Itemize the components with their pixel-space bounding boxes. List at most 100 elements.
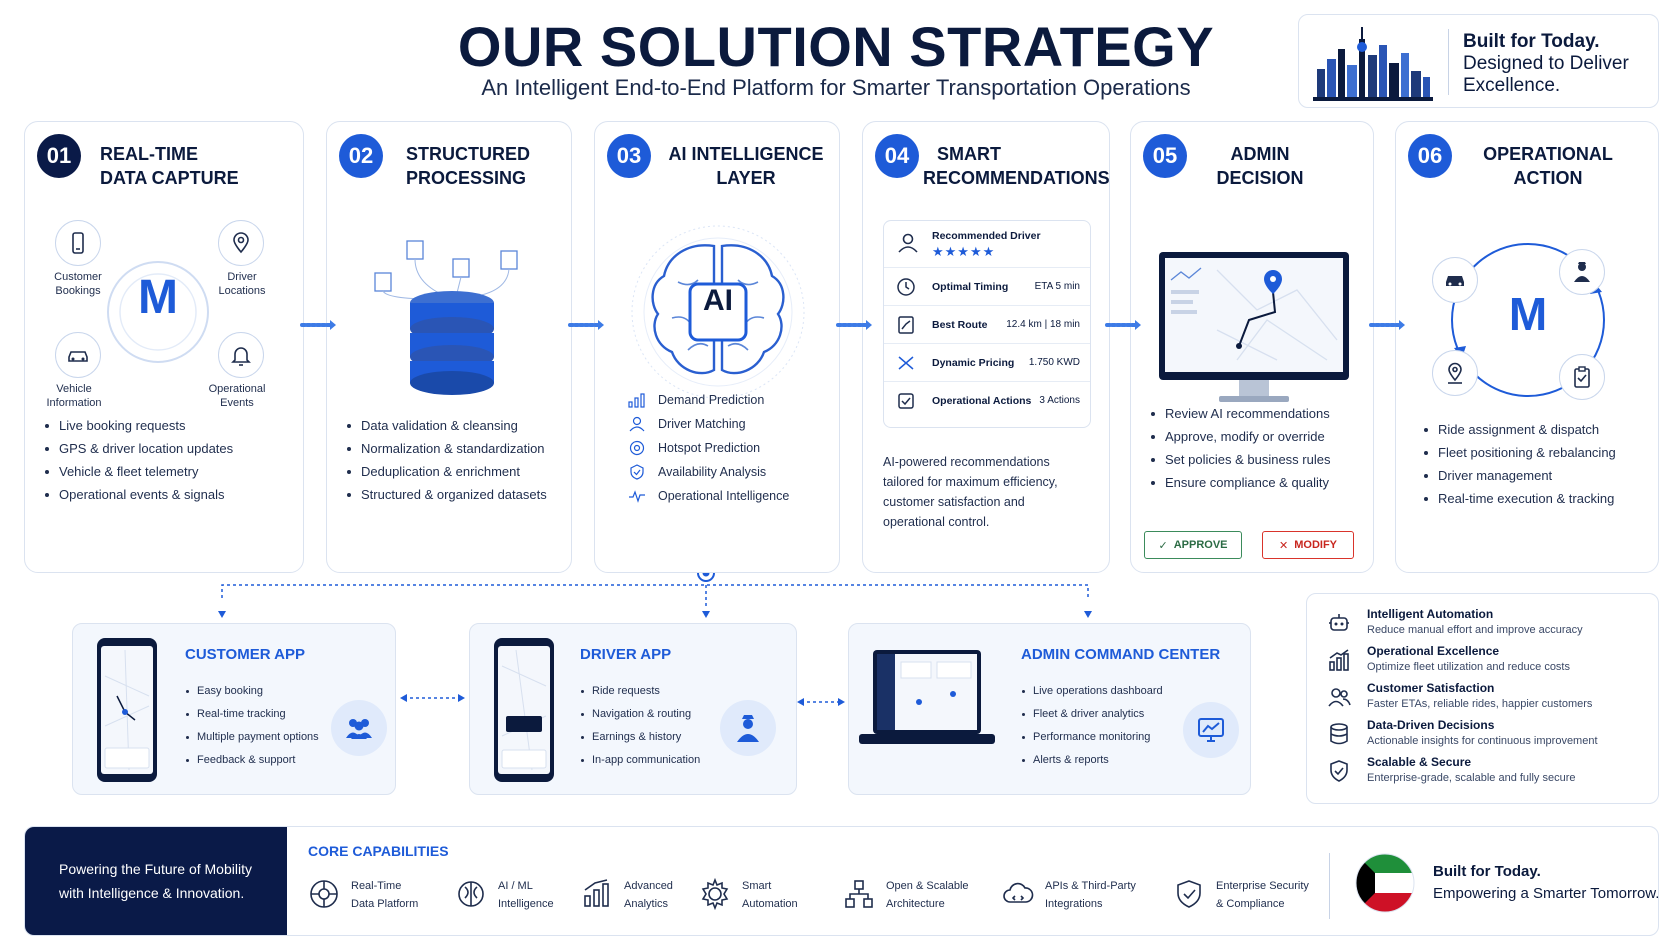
- page-title: OUR SOLUTION STRATEGY: [457, 15, 1215, 78]
- database-icon: [1330, 723, 1348, 745]
- list-item: Earnings & history: [580, 726, 700, 749]
- benefit-title: Customer Satisfaction: [1367, 681, 1495, 695]
- step-title-line2: RECOMMENDATIONS: [923, 168, 1110, 188]
- step-operational-action: 06 OPERATIONAL ACTION M Ride assignment …: [1395, 121, 1659, 573]
- promo-divider: [1448, 29, 1449, 95]
- list-item: Feedback & support: [185, 749, 319, 772]
- capability-label: Advanced: [624, 880, 673, 892]
- description-line: AI-powered recommendations: [883, 455, 1050, 469]
- laptop-mockup: [859, 650, 995, 744]
- list-item: Operational events & signals: [43, 483, 233, 506]
- step-title-line1: AI INTELLIGENCE: [668, 144, 824, 164]
- benefits-panel: Intelligent Automation Reduce manual eff…: [1306, 593, 1659, 804]
- car-icon: [1432, 257, 1478, 303]
- route-icon: [898, 316, 914, 334]
- list-item: Alerts & reports: [1021, 749, 1163, 772]
- driver-app-card: DRIVER APP Ride requests Navigation & ro…: [469, 623, 797, 795]
- feature-label: Driver Matching: [658, 417, 746, 431]
- list-item: Availability Analysis: [628, 460, 789, 484]
- modify-label: MODIFY: [1294, 539, 1337, 551]
- step-real-time-data-capture: 01 REAL-TIME DATA CAPTURE M Customer Boo…: [24, 121, 304, 573]
- page-subtitle: An Intelligent End-to-End Platform for S…: [481, 75, 1191, 100]
- source-label: Locations: [218, 285, 266, 297]
- list-item: Normalization & standardization: [345, 437, 547, 460]
- benefit-title: Intelligent Automation: [1367, 607, 1494, 621]
- step-title-line2: DATA CAPTURE: [100, 168, 239, 188]
- app-bullets: Easy booking Real-time tracking Multiple…: [185, 680, 319, 772]
- list-item: Real-time execution & tracking: [1422, 487, 1616, 510]
- app-title: ADMIN COMMAND CENTER: [1021, 646, 1221, 663]
- core-divider: [1329, 853, 1330, 919]
- source-label: Bookings: [55, 285, 101, 297]
- benefit-desc: Actionable insights for continuous impro…: [1367, 735, 1598, 747]
- step-ai-intelligence-layer: 03 AI INTELLIGENCE LAYER AI Demand Predi…: [594, 121, 840, 573]
- list-item: Fleet & driver analytics: [1021, 703, 1163, 726]
- capability-label: Architecture: [886, 898, 945, 910]
- step-title-line1: ADMIN: [1230, 144, 1290, 164]
- location-pin-icon: [1432, 350, 1478, 396]
- rec-label: Best Route: [932, 319, 988, 331]
- step-smart-recommendations: 04 SMART RECOMMENDATIONS Recommended Dri…: [862, 121, 1110, 573]
- core-tagline: Powering the Future of Mobility with Int…: [25, 827, 287, 935]
- list-item: Ride assignment & dispatch: [1422, 418, 1616, 441]
- list-item: Structured & organized datasets: [345, 483, 547, 506]
- robot-icon: [1329, 614, 1349, 631]
- approve-label: APPROVE: [1173, 539, 1228, 551]
- rec-label: Operational Actions: [932, 395, 1032, 407]
- benefit-item: Data-Driven Decisions Actionable insight…: [1327, 718, 1647, 754]
- capability-label: AI / ML: [498, 880, 533, 892]
- approve-button[interactable]: ✓ APPROVE: [1144, 531, 1242, 559]
- rec-row: Optimal Timing ETA 5 min: [884, 267, 1090, 305]
- modify-button[interactable]: ✕ MODIFY: [1262, 531, 1354, 559]
- feature-label: Demand Prediction: [658, 393, 765, 407]
- clock-icon: [897, 278, 915, 296]
- check-icon: ✓: [1158, 539, 1168, 552]
- step-bullets: Review AI recommendations Approve, modif…: [1149, 402, 1330, 494]
- hub-ring: [107, 261, 209, 363]
- promo-line-3: Excellence.: [1463, 75, 1561, 96]
- step-bullets: Live booking requests GPS & driver locat…: [43, 414, 233, 506]
- analytics-chart-icon: [584, 879, 609, 907]
- bell-icon: [218, 332, 264, 378]
- list-item: Deduplication & enrichment: [345, 460, 547, 483]
- rec-row: Best Route 12.4 km | 18 min: [884, 305, 1090, 343]
- list-item: Approve, modify or override: [1149, 425, 1330, 448]
- capability-label: Real-Time: [351, 880, 402, 892]
- list-item: Set policies & business rules: [1149, 448, 1330, 471]
- step-number: 02: [339, 134, 383, 178]
- capability-label: & Compliance: [1216, 898, 1285, 910]
- target-icon: [629, 440, 645, 456]
- benefit-title: Operational Excellence: [1367, 644, 1500, 658]
- list-item: Multiple payment options: [185, 726, 319, 749]
- source-label: Events: [220, 397, 254, 409]
- list-item: In-app communication: [580, 749, 700, 772]
- source-label: Driver: [227, 271, 257, 283]
- benefit-item: Operational Excellence Optimize fleet ut…: [1327, 644, 1647, 680]
- rec-row: Dynamic Pricing 1.750 KWD: [884, 343, 1090, 381]
- capability-label: Smart: [742, 880, 772, 892]
- list-item: Live operations dashboard: [1021, 680, 1163, 703]
- app-title: DRIVER APP: [580, 646, 672, 663]
- feature-label: Operational Intelligence: [658, 489, 790, 503]
- checklist-icon: [898, 393, 914, 409]
- feature-label: Hotspot Prediction: [658, 441, 761, 455]
- list-item: Easy booking: [185, 680, 319, 703]
- capability-label: Intelligence: [498, 898, 554, 910]
- step-title-line1: SMART: [937, 144, 1001, 164]
- flow-arrow-icon: [300, 320, 336, 330]
- architecture-icon: [845, 880, 873, 908]
- phone-mockup: [494, 638, 554, 782]
- benefit-item: Intelligent Automation Reduce manual eff…: [1327, 607, 1647, 643]
- step-bullets: Ride assignment & dispatch Fleet positio…: [1422, 418, 1616, 510]
- core-capabilities-bar: Powering the Future of Mobility with Int…: [24, 826, 1659, 936]
- list-item: Live booking requests: [43, 414, 233, 437]
- rec-header: Recommended Driver: [932, 230, 1041, 242]
- rec-row: Operational Actions 3 Actions: [884, 381, 1090, 419]
- ai-feature-list: Demand Prediction Driver Matching Hotspo…: [628, 388, 789, 508]
- driver-icon: [1559, 249, 1605, 295]
- step-number: 05: [1143, 134, 1187, 178]
- driver-icon: [720, 700, 776, 756]
- step-number: 04: [875, 134, 919, 178]
- step-title-line1: OPERATIONAL: [1483, 144, 1613, 164]
- promo-line-2: Designed to Deliver: [1463, 53, 1629, 74]
